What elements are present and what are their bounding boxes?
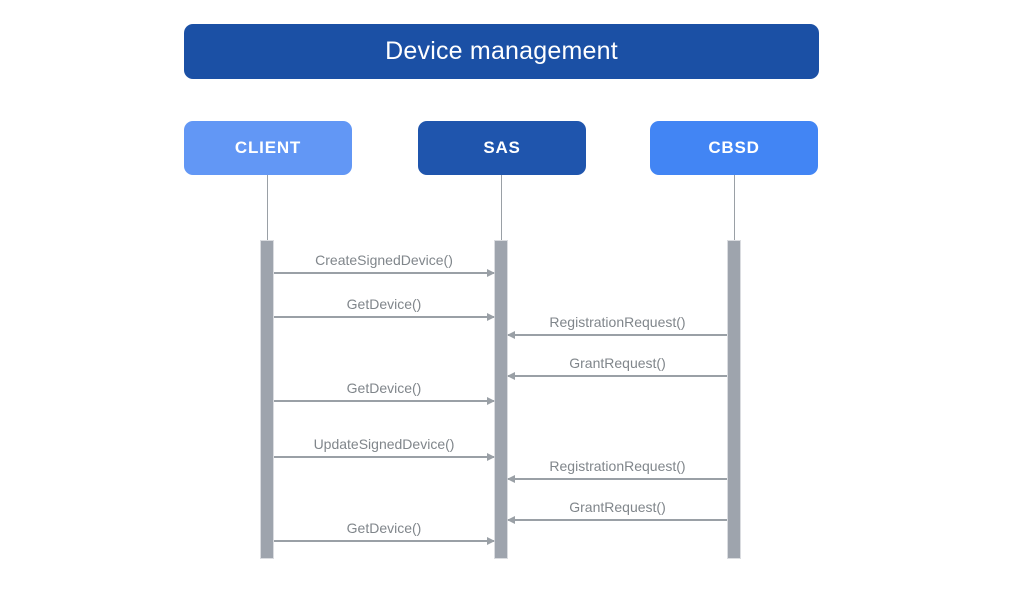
message-arrow	[274, 453, 495, 461]
message-label: CreateSignedDevice()	[315, 252, 453, 268]
arrowhead-icon	[487, 397, 495, 405]
arrowhead-icon	[487, 313, 495, 321]
message-arrow	[274, 537, 495, 545]
arrowhead-icon	[507, 331, 515, 339]
participant-box-cbsd[interactable]: CBSD	[650, 121, 818, 175]
participant-label-client: CLIENT	[234, 138, 302, 157]
message-arrow	[274, 397, 495, 405]
arrowhead-icon	[487, 453, 495, 461]
message-label: RegistrationRequest()	[549, 314, 686, 330]
message-label: UpdateSignedDevice()	[313, 436, 455, 452]
message-arrow	[507, 372, 727, 380]
participant-label-cbsd: CBSD	[708, 138, 760, 157]
activation-bar-cbsd	[727, 240, 741, 559]
message-label: GrantRequest()	[569, 355, 666, 371]
message-label: GetDevice()	[346, 520, 422, 536]
message-label: RegistrationRequest()	[549, 458, 686, 474]
activation-bar-sas	[494, 240, 508, 559]
arrowhead-icon	[507, 475, 515, 483]
arrowhead-icon	[507, 516, 515, 524]
message-arrow	[274, 313, 495, 321]
page-title: Device management	[385, 37, 618, 65]
message-label: GetDevice()	[346, 380, 422, 396]
participant-box-client[interactable]: CLIENT	[184, 121, 352, 175]
arrowhead-icon	[487, 269, 495, 277]
message-arrow	[507, 331, 727, 339]
message-label: GrantRequest()	[569, 499, 666, 515]
activation-bar-client	[260, 240, 274, 559]
message-arrow	[274, 269, 495, 277]
participant-box-sas[interactable]: SAS	[418, 121, 586, 175]
arrowhead-icon	[487, 537, 495, 545]
message-arrow	[507, 475, 727, 483]
message-arrow	[507, 516, 727, 524]
arrowhead-icon	[507, 372, 515, 380]
participant-label-sas: SAS	[483, 138, 521, 157]
diagram-title-bar: Device management	[184, 24, 819, 79]
message-label: GetDevice()	[346, 296, 422, 312]
